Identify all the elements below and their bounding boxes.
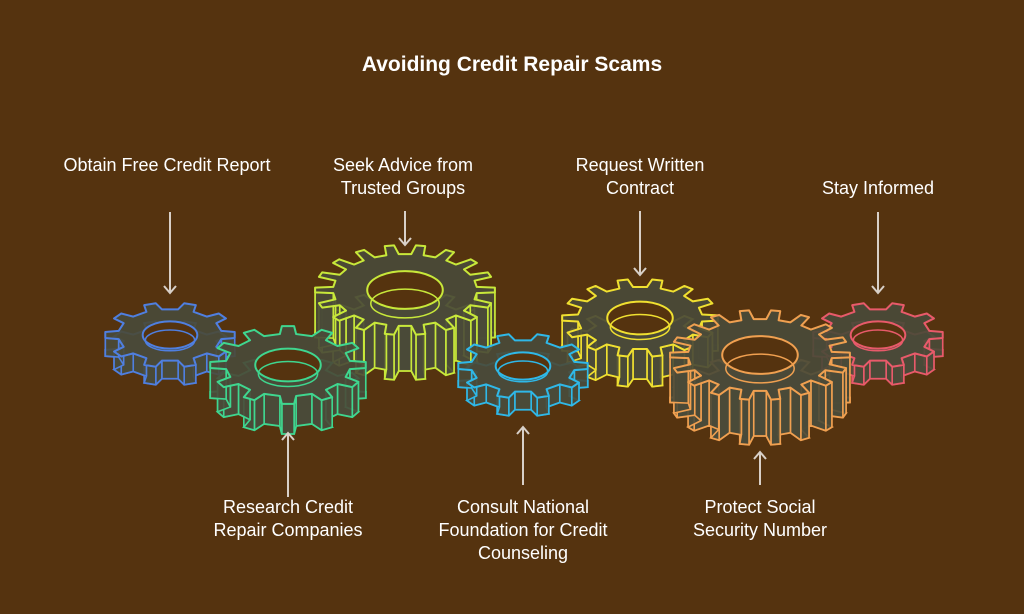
arrow-head [516, 425, 530, 435]
gear-hole [721, 335, 799, 375]
gear-side [789, 386, 802, 441]
gear-side [514, 390, 532, 411]
label-seek-advice: Seek Advice from Trusted Groups [332, 155, 474, 198]
arrow-6-icon [753, 450, 767, 485]
gear-hole [606, 300, 674, 336]
diagram-title: Avoiding Credit Repair Scams [361, 53, 663, 76]
label-obtain-free-credit-report: Obtain Free Credit Report [63, 155, 271, 175]
gear-side [336, 383, 354, 418]
label-request-written-contract: Request Written Contract [575, 155, 705, 198]
arrow-7-icon [871, 212, 885, 295]
gear-4 [457, 333, 589, 417]
gear-side [632, 348, 648, 380]
label-research-credit-repair: Research Credit Repair Companies [213, 497, 363, 540]
gear-side [718, 386, 731, 441]
gear-side [752, 390, 768, 437]
gear-side [415, 333, 427, 381]
arrow-head [281, 431, 295, 441]
gear-side [825, 381, 833, 432]
label-protect-ssn: Protect Social Security Number [692, 497, 828, 540]
arrow-2-icon [281, 431, 295, 497]
gear-hole-inner [370, 288, 440, 319]
gear-side [810, 379, 827, 432]
arrow-head [398, 237, 412, 247]
gear-side [295, 393, 313, 427]
gear-hole [141, 320, 199, 350]
gear-side [320, 396, 333, 432]
arrow-4-icon [516, 425, 530, 485]
gear-side [651, 354, 664, 388]
gear-hole-inner [725, 353, 795, 384]
arrow-head [633, 267, 647, 277]
gear-side [263, 393, 281, 427]
gear-hole-inner [852, 329, 904, 352]
arrow-head [753, 450, 767, 460]
gear-side [161, 359, 179, 380]
arrow-1-icon [163, 212, 177, 295]
gear-hole-inner [609, 313, 671, 341]
gear-hole [849, 320, 907, 350]
gear-side [869, 359, 887, 380]
gear-side [434, 321, 447, 376]
gear-side [800, 391, 810, 441]
gear-side [669, 356, 690, 404]
gear-side [445, 326, 455, 376]
arrow-5-icon [633, 211, 647, 277]
gear-hole [494, 351, 552, 381]
gear-hole-inner [497, 360, 549, 383]
gear-hole-inner [257, 360, 319, 388]
gear-side [281, 403, 295, 435]
gear-side [183, 364, 197, 386]
gear-2 [209, 325, 367, 435]
arrow-3-icon [398, 211, 412, 247]
gear-side [397, 325, 413, 372]
gear-hole-inner [144, 329, 196, 352]
label-stay-informed: Stay Informed [821, 178, 935, 198]
gear-hole [366, 270, 444, 310]
arrow-head [871, 285, 885, 295]
gear-hole [254, 347, 322, 383]
gear-side [891, 364, 905, 386]
gear-side [455, 314, 472, 367]
gear-side [770, 398, 782, 446]
gear-6 [669, 309, 851, 446]
gear-side [536, 395, 550, 417]
label-consult-nfcc: Consult National Foundation for Credit C… [438, 497, 608, 563]
arrow-head [163, 285, 177, 295]
gear-side [606, 343, 621, 379]
